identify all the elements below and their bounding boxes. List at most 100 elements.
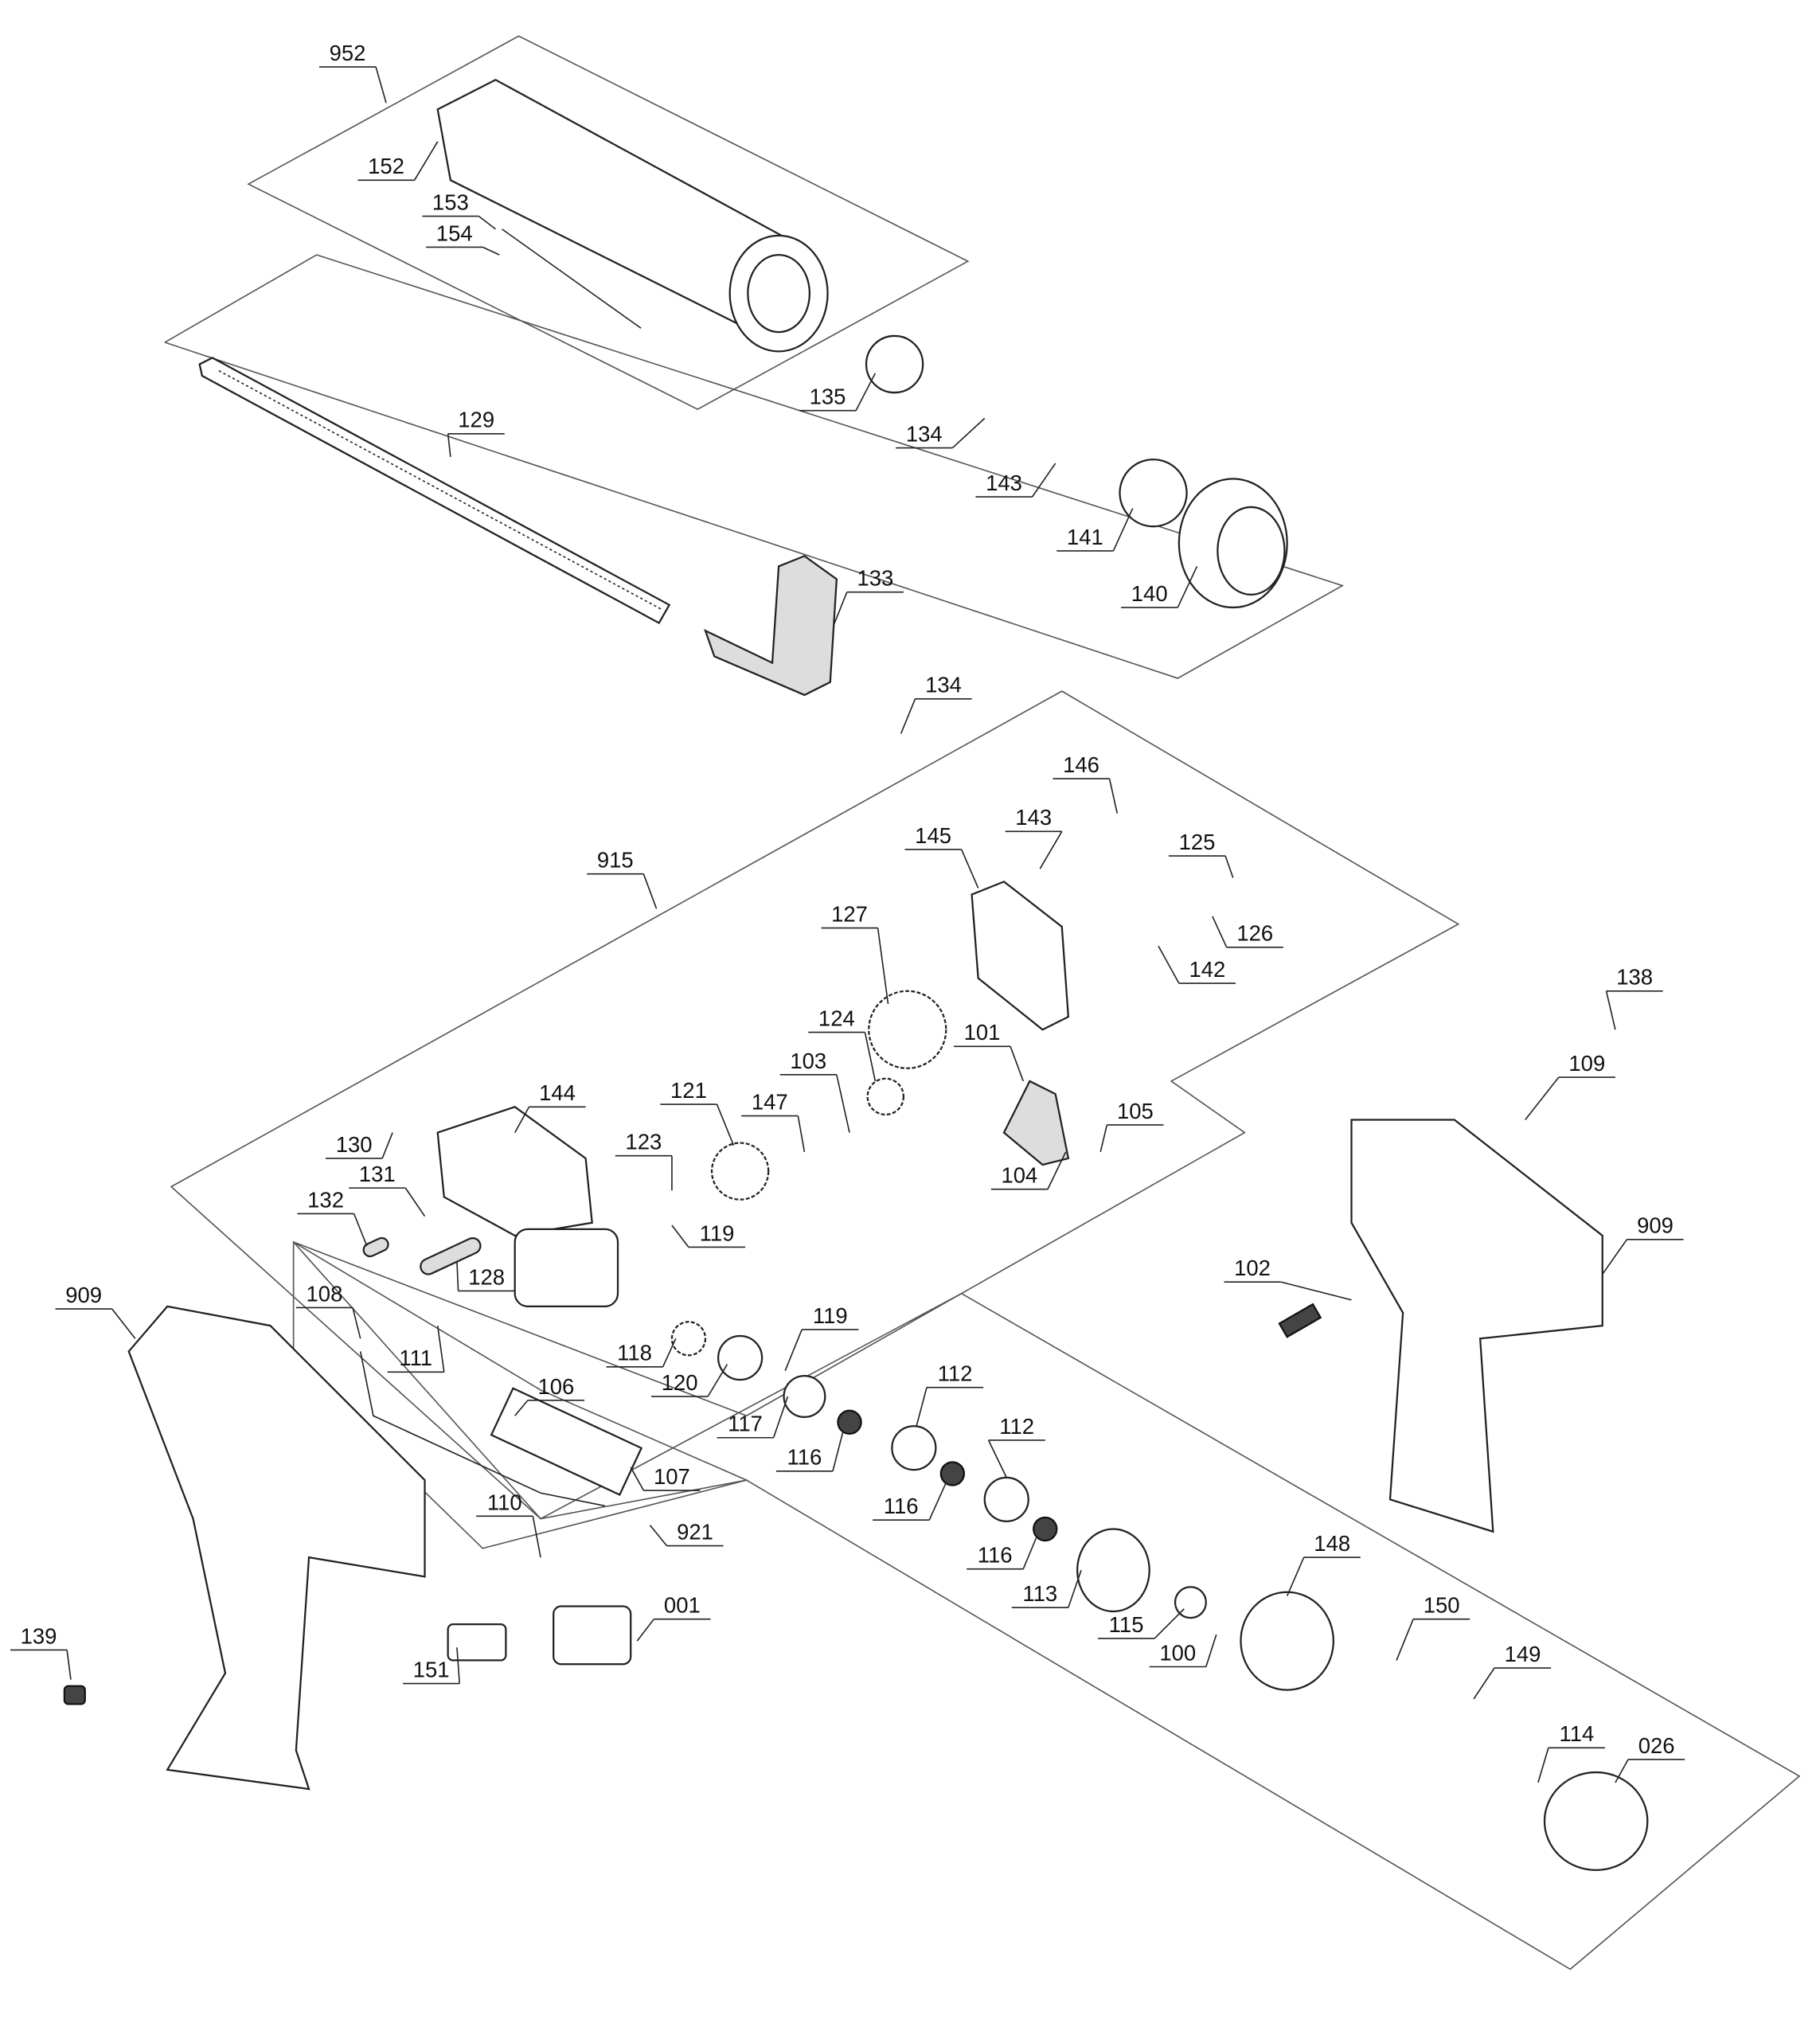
leader-line: [1010, 1046, 1025, 1082]
part-number: 150: [1424, 1593, 1460, 1618]
part-label-133: 133: [833, 566, 904, 625]
part-label-149: 149: [1473, 1642, 1552, 1700]
part-label-143: 143: [1005, 805, 1063, 869]
leader-line: [1224, 855, 1234, 878]
part-number: 145: [915, 823, 951, 848]
part-number: 152: [368, 154, 404, 178]
part-label-131: 131: [349, 1162, 426, 1217]
plate-120: [717, 1334, 764, 1381]
part-label-145: 145: [904, 823, 979, 889]
leader-line: [1031, 463, 1056, 498]
part-number: 104: [1001, 1163, 1037, 1188]
leader-line: [784, 1329, 803, 1371]
leader-line: [649, 1525, 668, 1547]
carrier-112b: [983, 1476, 1029, 1522]
lever-101: [1002, 1080, 1070, 1166]
part-label-105: 105: [1099, 1099, 1164, 1153]
gear-118: [670, 1321, 707, 1357]
planet-gears-116c: [1033, 1516, 1058, 1542]
part-number: 146: [1063, 752, 1099, 777]
motor-026: [1543, 1771, 1649, 1872]
part-label-119: 119: [784, 1303, 859, 1371]
part-number: 116: [978, 1543, 1013, 1568]
part-label-103: 103: [779, 1049, 850, 1133]
group-box-motor: [293, 1241, 1801, 1970]
part-label-153: 153: [422, 190, 496, 230]
part-number: 148: [1314, 1531, 1350, 1556]
cartridge-holder-152: [436, 78, 829, 353]
planet-carrier-117: [783, 1375, 826, 1419]
leader-line: [1473, 1667, 1495, 1700]
part-number: 921: [677, 1519, 713, 1544]
housing-half-left-909: [127, 1305, 426, 1791]
leader-line: [381, 1132, 393, 1159]
part-number: 100: [1159, 1640, 1196, 1665]
part-number: 115: [1109, 1612, 1144, 1637]
part-label-952: 952: [318, 41, 387, 104]
part-label-154: 154: [426, 221, 500, 256]
leader-line: [1280, 1281, 1352, 1301]
leader-line: [1108, 778, 1119, 814]
gear-124: [866, 1077, 905, 1116]
leader-line: [671, 1224, 689, 1248]
leader-line: [352, 1307, 361, 1339]
part-number: 147: [752, 1090, 788, 1115]
leader-line: [1212, 916, 1228, 948]
cap-139: [63, 1685, 86, 1705]
part-label-129: 129: [447, 408, 505, 457]
part-number: 142: [1189, 957, 1226, 982]
part-label-123: 123: [615, 1130, 673, 1191]
disc-141: [1119, 458, 1188, 528]
housing-half-right-909: [1350, 1119, 1603, 1533]
part-number: 116: [787, 1445, 822, 1470]
part-number: 915: [597, 848, 634, 873]
leader-line: [532, 1516, 541, 1558]
part-label-112: 112: [916, 1361, 984, 1427]
part-label-134: 134: [900, 673, 972, 734]
leader-line: [864, 1032, 877, 1082]
plunger-disc-135: [865, 334, 924, 394]
leader-line: [111, 1308, 136, 1339]
gear-121: [710, 1142, 770, 1201]
part-number: 151: [413, 1657, 450, 1681]
leader-line: [1525, 1076, 1560, 1120]
spring-102: [1278, 1303, 1322, 1338]
planet-gears-116a: [837, 1409, 862, 1435]
part-label-117: 117: [717, 1396, 789, 1439]
part-number: 118: [617, 1341, 652, 1365]
parts: [63, 78, 1649, 1872]
part-number: 110: [487, 1490, 522, 1514]
part-number: 144: [539, 1080, 576, 1105]
part-label-118: 118: [606, 1338, 677, 1368]
part-label-110: 110: [476, 1490, 541, 1558]
group-box-921: [292, 1240, 749, 1549]
part-label-026: 026: [1615, 1733, 1685, 1783]
part-label-909: 909: [1602, 1213, 1684, 1275]
leader-line: [1158, 945, 1180, 984]
leader-line: [707, 1364, 728, 1397]
part-number: 126: [1236, 921, 1273, 946]
part-number: 909: [65, 1283, 102, 1307]
part-number: 135: [810, 385, 846, 409]
leader-line: [1039, 830, 1063, 869]
leader-line: [951, 417, 986, 449]
planet-gears-116b: [939, 1461, 966, 1486]
part-label-119: 119: [671, 1221, 746, 1248]
leader-line: [1022, 1537, 1037, 1569]
part-label-102: 102: [1224, 1256, 1352, 1301]
ring-gear-113: [1076, 1528, 1150, 1613]
part-number: 123: [625, 1130, 662, 1154]
leader-line: [353, 1213, 368, 1247]
wiring-110: [359, 1351, 606, 1507]
part-label-125: 125: [1168, 830, 1234, 878]
part-label-120: 120: [651, 1364, 728, 1397]
part-number: 113: [1022, 1581, 1057, 1606]
part-number: 119: [700, 1221, 735, 1245]
leader-line: [877, 928, 889, 1005]
part-number: 121: [670, 1078, 707, 1103]
part-number: 124: [818, 1006, 855, 1030]
leader-line: [1602, 1239, 1628, 1275]
part-number: 149: [1505, 1642, 1541, 1666]
part-label-921: 921: [649, 1519, 724, 1547]
